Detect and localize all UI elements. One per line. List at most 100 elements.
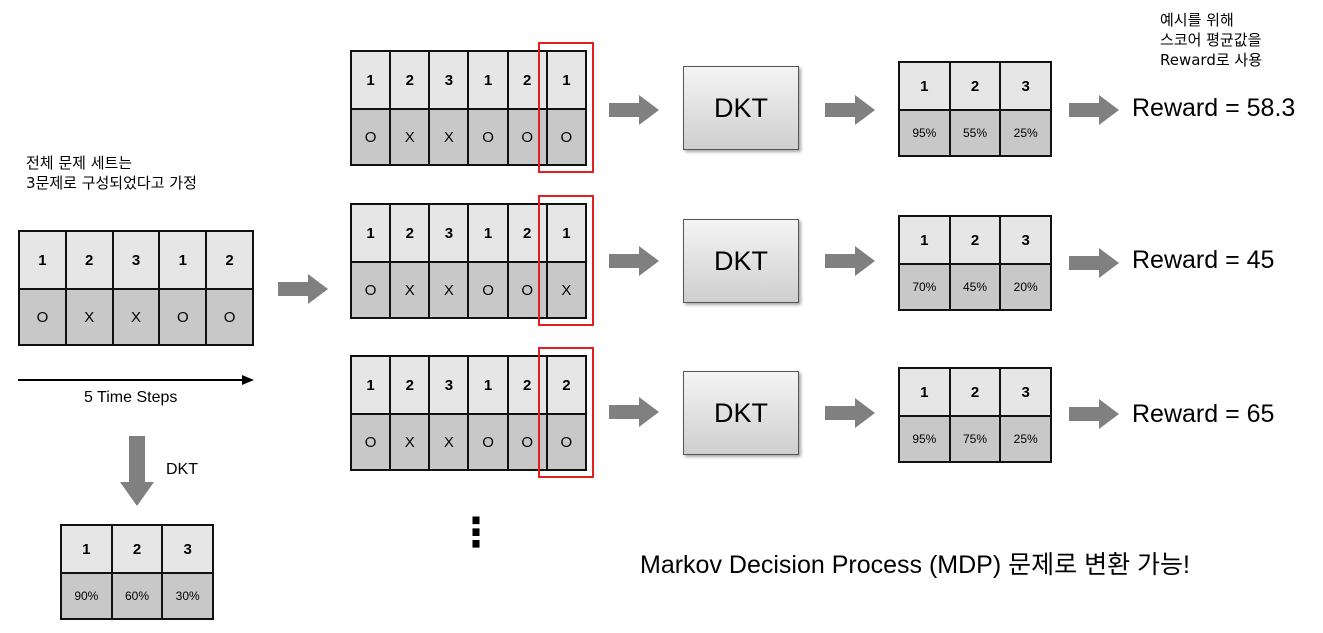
sequence-problem-cell: 2 (506, 203, 548, 263)
sequence-result-cell: O (349, 108, 392, 166)
initial-problem-cell: 2 (64, 230, 114, 290)
sequence-result-cell: X (545, 261, 588, 319)
row1-dkt-box: DKT (683, 66, 799, 150)
sequence-result-cell: X (389, 108, 431, 166)
row1-arrow-from-dkt (825, 95, 875, 125)
sequence-result-cell: X (389, 413, 431, 471)
sequence-problem-cell: 1 (467, 203, 509, 263)
more-rows-ellipsis: ⋮ (456, 510, 496, 556)
row2-sequence-table: 1 2 3 1 2 1 O X X O O X (349, 203, 588, 319)
row3-dkt-box: DKT (683, 371, 799, 455)
knowledge-prob-cell: 20% (999, 263, 1052, 311)
sequence-problem-cell: 3 (428, 203, 470, 263)
knowledge-problem-cell: 2 (948, 215, 1002, 265)
row3-reward: Reward = 65 (1132, 400, 1275, 428)
knowledge-prob-cell: 25% (999, 415, 1052, 463)
sequence-result-cell: O (467, 413, 509, 471)
sequence-problem-cell: 1 (349, 203, 392, 263)
initial-result-cell: X (64, 288, 114, 346)
knowledge-problem-cell: 3 (999, 61, 1052, 111)
initial-result-cell: O (205, 288, 254, 346)
knowledge-problem-cell: 1 (898, 367, 951, 417)
initial-result-cell: X (111, 288, 161, 346)
knowledge-problem-cell: 3 (999, 215, 1052, 265)
sequence-problem-cell: 1 (467, 355, 509, 415)
time-axis-arrow (18, 375, 254, 385)
knowledge-prob-cell: 95% (898, 109, 951, 157)
knowledge-prob-cell: 60% (110, 572, 164, 620)
knowledge-problem-cell: 2 (948, 61, 1002, 111)
row3-arrow-to-dkt (609, 397, 659, 427)
sequence-problem-cell: 2 (389, 203, 431, 263)
assumption-note-line2: 3문제로 구성되었다고 가정 (26, 174, 197, 192)
knowledge-prob-cell: 30% (161, 572, 214, 620)
row1-arrow-to-reward (1069, 95, 1119, 125)
sequence-result-cell: O (349, 261, 392, 319)
sequence-result-cell: X (428, 108, 470, 166)
sequence-result-cell: X (428, 413, 470, 471)
sequence-result-cell: O (349, 413, 392, 471)
sequence-problem-cell: 2 (506, 50, 548, 110)
initial-sequence-table: 1 2 3 1 2 O X X O O (18, 230, 254, 346)
time-steps-label: 5 Time Steps (84, 389, 178, 406)
row2-reward: Reward = 45 (1132, 246, 1275, 274)
sequence-problem-cell: 3 (428, 355, 470, 415)
sequence-problem-cell: 2 (506, 355, 548, 415)
example-note-line1: 예시를 위해 (1160, 11, 1234, 29)
sequence-problem-cell: 2 (389, 355, 431, 415)
row2-new-step-highlight (538, 195, 594, 326)
knowledge-prob-cell: 95% (898, 415, 951, 463)
sequence-result-cell: O (467, 108, 509, 166)
row3-sequence-table: 1 2 3 1 2 2 O X X O O O (349, 355, 588, 471)
sequence-problem-cell: 1 (545, 50, 588, 110)
example-note-line2: 스코어 평균값을 (1160, 31, 1262, 49)
knowledge-problem-cell: 1 (898, 215, 951, 265)
initial-problem-cell: 2 (205, 230, 254, 290)
initial-result-cell: O (18, 288, 67, 346)
row2-arrow-to-dkt (609, 246, 659, 276)
sequence-problem-cell: 2 (389, 50, 431, 110)
sequence-problem-cell: 1 (349, 50, 392, 110)
initial-problem-cell: 1 (158, 230, 208, 290)
initial-problem-cell: 1 (18, 230, 67, 290)
sequence-result-cell: O (545, 108, 588, 166)
down-arrow (120, 436, 154, 506)
sequence-problem-cell: 1 (545, 203, 588, 263)
row3-arrow-to-reward (1069, 399, 1119, 429)
sequence-result-cell: O (467, 261, 509, 319)
row1-new-step-highlight (538, 42, 594, 173)
assumption-note-line1: 전체 문제 세트는 (26, 154, 133, 172)
sequence-problem-cell: 2 (545, 355, 588, 415)
knowledge-prob-cell: 90% (60, 572, 113, 620)
mdp-conclusion: Markov Decision Process (MDP) 문제로 변환 가능! (640, 551, 1190, 579)
row3-new-step-highlight (538, 347, 594, 478)
initial-knowledge-table: 1 2 3 90% 60% 30% (60, 524, 214, 620)
example-note: 예시를 위해 스코어 평균값을 Reward로 사용 (1160, 10, 1262, 70)
sequence-problem-cell: 1 (349, 355, 392, 415)
example-note-line3: Reward로 사용 (1160, 51, 1263, 69)
sequence-result-cell: X (389, 261, 431, 319)
sequence-result-cell: O (506, 108, 548, 166)
knowledge-problem-cell: 3 (999, 367, 1052, 417)
branch-arrow (278, 274, 328, 304)
row3-arrow-from-dkt (825, 398, 875, 428)
knowledge-problem-cell: 3 (161, 524, 214, 574)
row1-arrow-to-dkt (609, 95, 659, 125)
knowledge-problem-cell: 1 (898, 61, 951, 111)
row1-reward: Reward = 58.3 (1132, 94, 1296, 122)
dkt-down-label: DKT (166, 461, 198, 478)
knowledge-problem-cell: 2 (948, 367, 1002, 417)
row2-knowledge-table: 1 2 3 70% 45% 20% (898, 215, 1052, 311)
row2-dkt-box: DKT (683, 219, 799, 303)
initial-result-cell: O (158, 288, 208, 346)
knowledge-prob-cell: 25% (999, 109, 1052, 157)
sequence-problem-cell: 1 (467, 50, 509, 110)
initial-problem-cell: 3 (111, 230, 161, 290)
row1-sequence-table: 1 2 3 1 2 1 O X X O O O (349, 50, 588, 166)
row3-knowledge-table: 1 2 3 95% 75% 25% (898, 367, 1052, 463)
sequence-result-cell: O (545, 413, 588, 471)
knowledge-prob-cell: 70% (898, 263, 951, 311)
sequence-result-cell: X (428, 261, 470, 319)
row2-arrow-to-reward (1069, 248, 1119, 278)
sequence-problem-cell: 3 (428, 50, 470, 110)
